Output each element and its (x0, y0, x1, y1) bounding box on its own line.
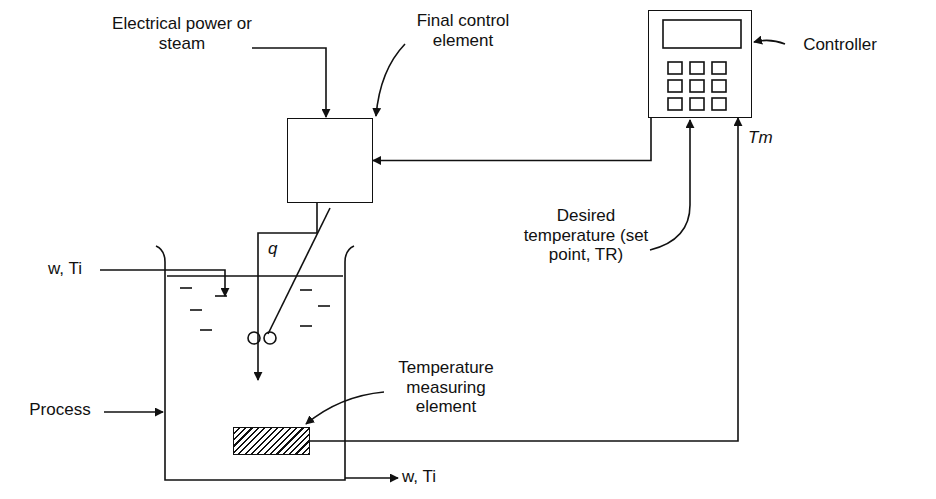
power-line (252, 48, 326, 117)
edge-label: Tm (746, 128, 775, 148)
controller-keypad (668, 62, 726, 110)
controller-box: Controller (648, 10, 752, 118)
callout-label: Final control element (398, 11, 528, 50)
callout-leader (754, 40, 785, 44)
tank-outline (156, 246, 354, 480)
callout-leader (104, 411, 163, 413)
edge-label: q (266, 239, 279, 259)
liquid-ripples (180, 288, 330, 330)
stirrer-shaft (268, 208, 330, 334)
callout-leader (306, 392, 384, 424)
signal-connector (258, 203, 317, 380)
outlet-line (345, 477, 398, 479)
controller-screen (663, 20, 741, 48)
callout-label: Temperature measuring element (386, 358, 506, 417)
setpoint-line (650, 120, 690, 250)
signal-connector (310, 118, 738, 441)
callout-leader (376, 44, 405, 116)
process-tank: ProcessTemperature measuring element (165, 250, 345, 480)
callout-label: Process (15, 400, 105, 420)
liquid-surface (167, 275, 343, 277)
stirrer-blade (264, 332, 276, 344)
signal-connector (373, 118, 651, 161)
stream-label: w, Ti (30, 259, 100, 279)
callout-label: Controller (785, 35, 895, 55)
temperature-sensor: Temperature measuring element (233, 427, 310, 455)
stream-label: w, Ti (402, 467, 472, 487)
signal-label: Electrical power or steam (112, 14, 252, 53)
final-control-element-box: Final control element (287, 118, 373, 203)
inlet-line (100, 270, 225, 296)
signal-label: Desired temperature (set point, TR) (520, 206, 652, 265)
